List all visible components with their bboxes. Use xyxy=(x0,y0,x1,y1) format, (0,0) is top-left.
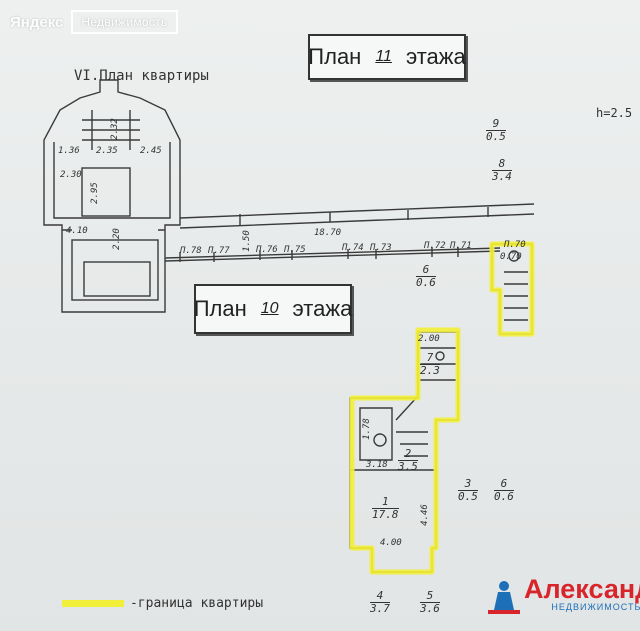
station-label: П.71 xyxy=(450,241,472,251)
dimension: 4.00 xyxy=(380,538,402,548)
brand-name: Александр xyxy=(524,574,640,604)
room-number: 9 xyxy=(486,118,506,131)
room-label: 5 3.6 xyxy=(420,590,440,615)
dimension: 2.35 xyxy=(96,146,118,156)
room-label: 6 0.6 xyxy=(416,264,436,289)
room-label: 9 0.5 xyxy=(486,118,506,143)
room-area: 0.6 xyxy=(416,276,436,289)
room-area: 3.7 xyxy=(370,602,390,615)
room-number: 6 xyxy=(494,478,514,491)
plan-11-word2: этажа xyxy=(405,44,466,69)
dimension: 3.18 xyxy=(366,460,388,470)
room-number: 4 xyxy=(370,590,390,603)
room-label: 3 0.5 xyxy=(458,478,478,503)
plan-11-word1: План xyxy=(308,44,362,69)
room-area: 3.6 xyxy=(420,602,440,615)
legend-text: -граница квартиры xyxy=(130,596,264,611)
plan-10-title: План 10 этажа xyxy=(194,284,352,334)
room-number: 6 xyxy=(416,264,436,277)
room-number: 7 xyxy=(420,352,440,365)
dimension: 2.20 xyxy=(111,228,122,250)
station-label: П.74 xyxy=(342,243,364,253)
plan-10-word2: этажа xyxy=(292,296,353,321)
room-label: 8 3.4 xyxy=(492,158,512,183)
station-label: П.76 xyxy=(256,245,278,255)
plan-10-floor: 10 xyxy=(260,300,279,317)
station-label: П.77 xyxy=(208,246,230,256)
brand-sub: НЕДВИЖИМОСТЬ xyxy=(551,602,640,612)
station-label: П.75 xyxy=(284,245,306,255)
room-area: 2.3 xyxy=(420,364,440,377)
dimension: 1.36 xyxy=(58,146,80,156)
dimension: 1.78 xyxy=(361,418,372,440)
station-label: П.70 xyxy=(504,240,526,250)
dimension: 4.10 xyxy=(66,226,88,236)
dimension: 1.50 xyxy=(241,230,252,252)
room-label: 1 17.8 xyxy=(372,496,399,521)
room-label: 6 0.6 xyxy=(494,478,514,503)
station-label: П.72 xyxy=(424,241,446,251)
room-area: 0.6 xyxy=(494,490,514,503)
section-title: VI.План квартиры xyxy=(74,68,209,84)
dimension: 2.32 xyxy=(109,118,120,140)
dimension: 2.45 xyxy=(140,146,162,156)
boundary-swatch xyxy=(62,600,124,607)
room-area: 0.5 xyxy=(458,490,478,503)
watermark-service: Недвижимость xyxy=(71,10,178,34)
dimension: 4.46 xyxy=(419,504,430,526)
station-label: П.73 xyxy=(370,243,392,253)
plan-11-floor: 11 xyxy=(375,48,392,65)
dimension: 2.30 xyxy=(60,170,82,180)
room-area: 3.4 xyxy=(492,170,512,183)
room-number: 8 xyxy=(492,158,512,171)
room-area: 3.5 xyxy=(398,460,418,473)
station-label: П.78 xyxy=(180,246,202,256)
dimension: 0.70 xyxy=(500,252,522,262)
room-label: 7 2.3 xyxy=(420,352,440,377)
plan-10-word1: План xyxy=(193,296,247,321)
dimension: 18.70 xyxy=(314,228,342,238)
room-area: 0.5 xyxy=(486,130,506,143)
room-number: 3 xyxy=(458,478,478,491)
room-number: 5 xyxy=(420,590,440,603)
room-number: 1 xyxy=(372,496,399,509)
room-label: 2 3.5 xyxy=(398,448,418,473)
room-number: 2 xyxy=(398,448,418,461)
height-label: h=2.5 xyxy=(596,106,633,120)
dimension: 2.95 xyxy=(89,182,100,204)
brand-logo: Александр НЕДВИЖИМОСТЬ xyxy=(486,574,640,613)
room-area: 17.8 xyxy=(372,508,399,521)
room-label: 4 3.7 xyxy=(370,590,390,615)
dimension: 2.00 xyxy=(418,334,440,344)
plan-11-title: План 11 этажа xyxy=(308,34,466,80)
watermark: Яндекс Недвижимость xyxy=(10,10,178,34)
watermark-logo: Яндекс xyxy=(10,13,64,31)
legend: -граница квартиры xyxy=(62,596,263,611)
